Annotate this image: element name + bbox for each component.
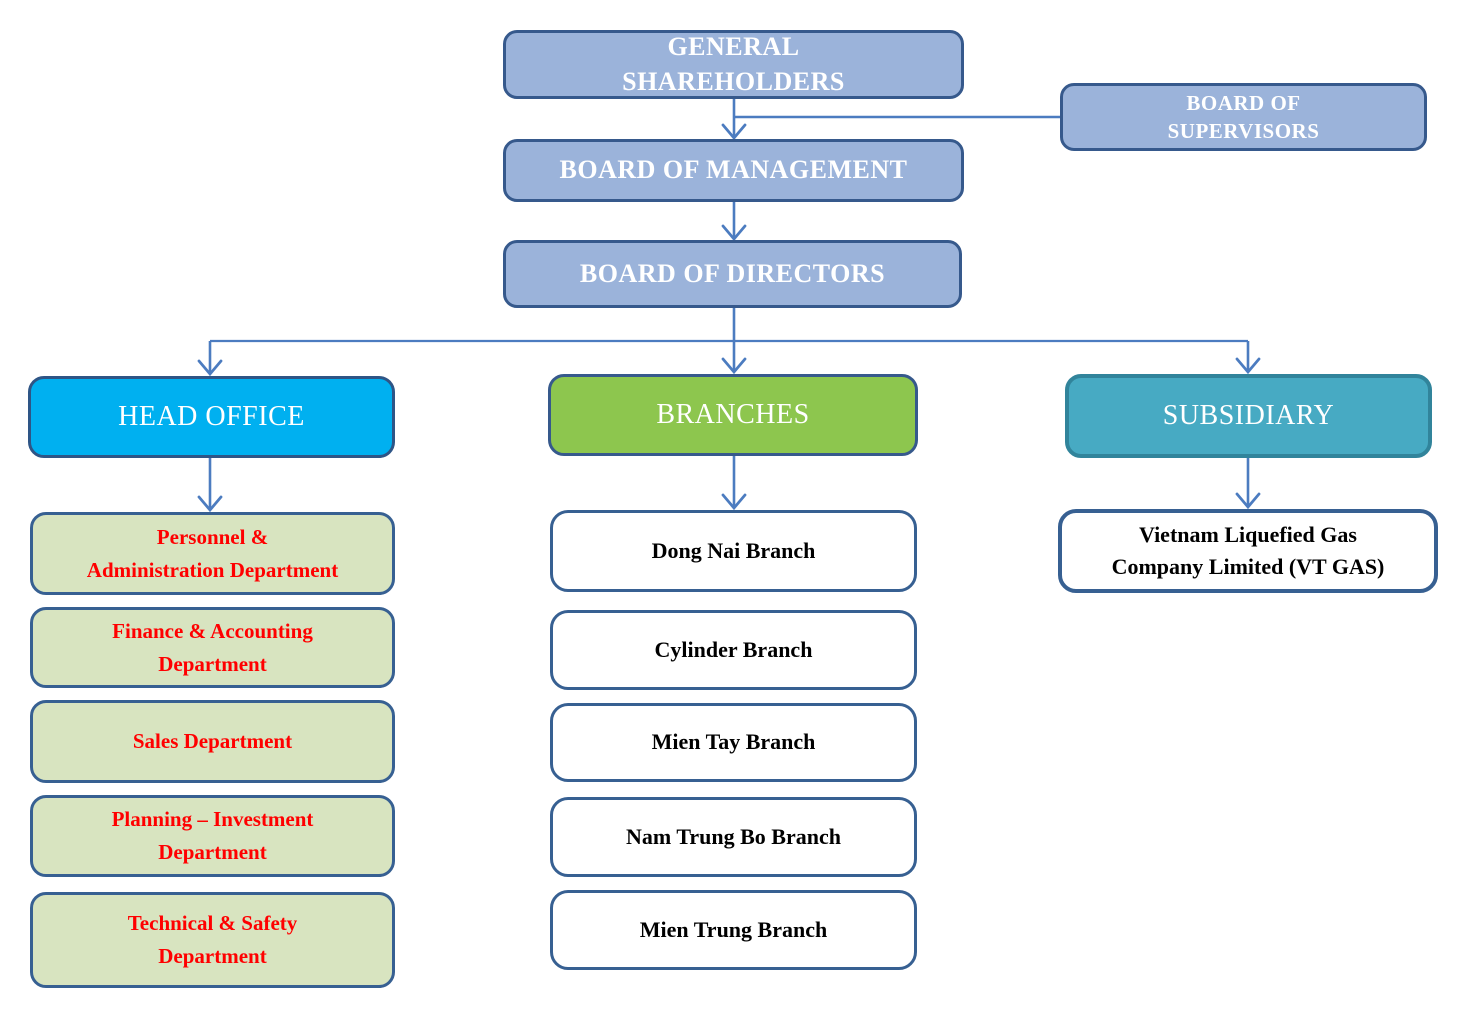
arrowhead-branch-list [721, 493, 747, 511]
department-box-planning-investment: Planning – Investment Department [30, 795, 395, 877]
node-board-of-directors: BOARD OF DIRECTORS [503, 240, 962, 308]
node-board-of-management: BOARD OF MANAGEMENT [503, 139, 964, 202]
node-branches: BRANCHES [548, 374, 918, 456]
department-box-technical-safety: Technical & Safety Department [30, 892, 395, 988]
arrowhead-bom [721, 123, 747, 141]
arrowhead-bod [721, 224, 747, 242]
branch-box-dong-nai: Dong Nai Branch [550, 510, 917, 592]
arrowhead-dept [197, 495, 223, 513]
arrowhead-company [1235, 492, 1261, 510]
department-box-personnel-administration: Personnel & Administration Department [30, 512, 395, 595]
department-box-finance-accounting: Finance & Accounting Department [30, 607, 395, 688]
branch-box-mien-trung: Mien Trung Branch [550, 890, 917, 970]
branch-box-nam-trung-bo: Nam Trung Bo Branch [550, 797, 917, 877]
node-subsidiary: SUBSIDIARY [1065, 374, 1432, 458]
node-head-office: HEAD OFFICE [28, 376, 395, 458]
department-box-sales: Sales Department [30, 700, 395, 783]
arrowhead-head-office [197, 359, 223, 377]
branch-box-mien-tay: Mien Tay Branch [550, 703, 917, 782]
branch-box-cylinder: Cylinder Branch [550, 610, 917, 690]
node-board-of-supervisors: BOARD OF SUPERVISORS [1060, 83, 1427, 151]
subsidiary-company-box-vt-gas: Vietnam Liquefied Gas Company Limited (V… [1058, 509, 1438, 593]
node-general-shareholders: GENERAL SHAREHOLDERS [503, 30, 964, 99]
arrowhead-branches [721, 357, 747, 375]
arrowhead-subsidiary [1235, 357, 1261, 375]
